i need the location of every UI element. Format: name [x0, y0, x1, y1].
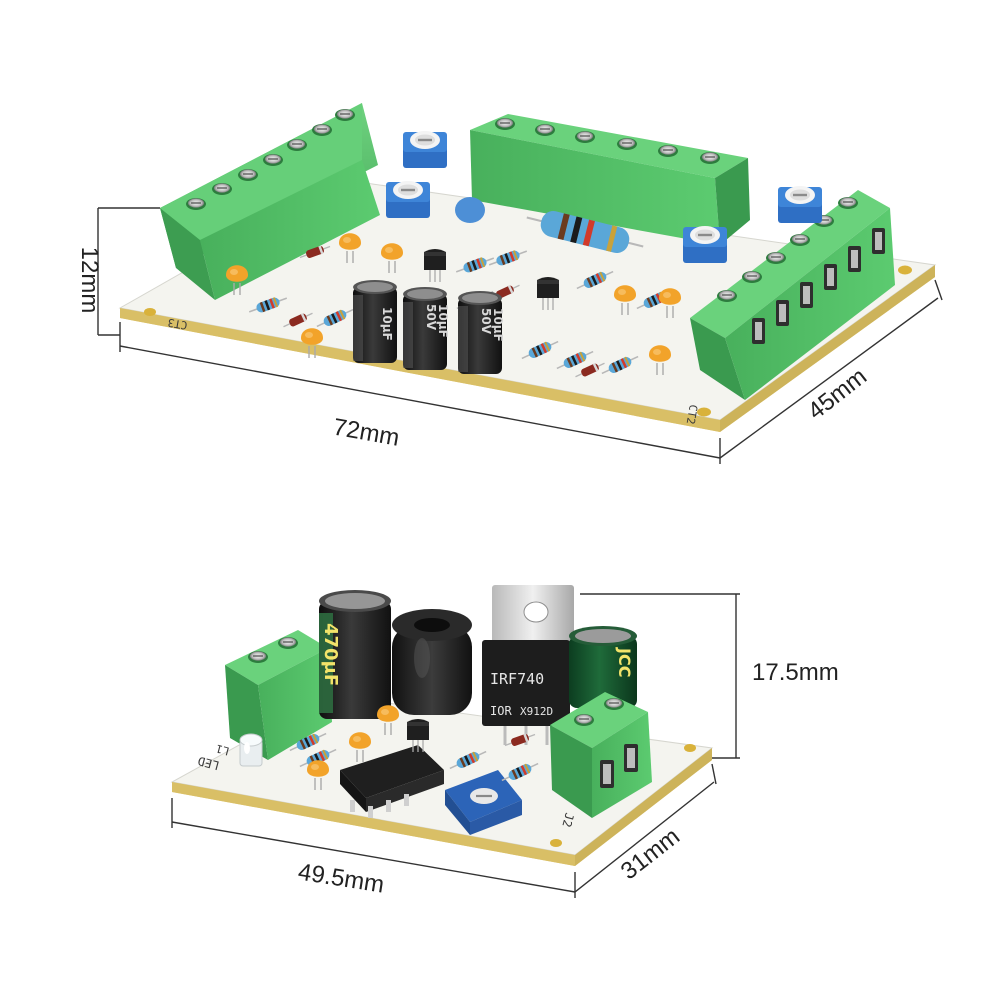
electrolytic-capacitor: 10μF [353, 280, 397, 363]
film-capacitor [455, 197, 485, 223]
small-board: LED J2 L1 470μF [170, 585, 714, 866]
silk-j2-label: J2 [559, 811, 576, 829]
trimmer-pot [401, 129, 449, 170]
electrolytic-capacitor-green: JCC [569, 626, 637, 708]
trimmer-pot [776, 184, 824, 225]
power-resistor [526, 211, 644, 253]
terminal-block-top [470, 114, 750, 245]
cap-value-mark: 10μF [491, 308, 505, 342]
trimmer-pot [384, 179, 432, 220]
silk-l1-label: L1 [215, 742, 231, 758]
mount-hole [550, 839, 562, 847]
electrolytic-capacitor: 50V 10μF [458, 291, 505, 374]
terminal-block-left [160, 103, 380, 300]
trimmer-pot [681, 224, 729, 265]
dip8-ic [340, 745, 444, 818]
mount-hole [697, 407, 711, 417]
terminal-block-right [690, 190, 895, 400]
silk-label-ct3: CT3 [167, 316, 189, 332]
inductor [392, 609, 472, 715]
dim-height-large: 12mm [76, 247, 103, 314]
mosfet-lot: X912D [520, 705, 553, 718]
cap-voltage-mark: 50V [424, 304, 438, 331]
mosfet-part-number: IRF740 [490, 670, 544, 688]
terminal-block-small-right [550, 692, 652, 818]
dim-length-large: 72mm [331, 414, 401, 452]
mount-hole [898, 265, 912, 275]
mosfet-irf740: IRF740 IOR X912D [482, 585, 574, 745]
green-cap-brand: JCC [615, 647, 634, 677]
electrolytic-capacitor-470uf: 470μF [319, 590, 391, 719]
cap-value-mark: 10μF [436, 304, 450, 338]
silk-label-ct2: CT2 [684, 403, 700, 425]
trimmer-pot-small [445, 770, 522, 835]
led [239, 733, 263, 767]
large-board: CT3 CT2 [118, 103, 937, 432]
electrolytic-capacitor: 50V 10μF [403, 287, 450, 370]
cap-voltage-mark: 10μF [380, 307, 394, 341]
dim-height-small: 17.5mm [752, 659, 839, 686]
cap-voltage-mark: 50V [479, 308, 493, 335]
mount-hole [684, 744, 696, 752]
mosfet-brand: IOR [490, 704, 512, 718]
silk-led-label: LED [196, 753, 221, 772]
mount-hole [144, 308, 156, 316]
dim-length-small: 49.5mm [296, 858, 386, 898]
cap-470uf-mark: 470μF [320, 623, 341, 686]
